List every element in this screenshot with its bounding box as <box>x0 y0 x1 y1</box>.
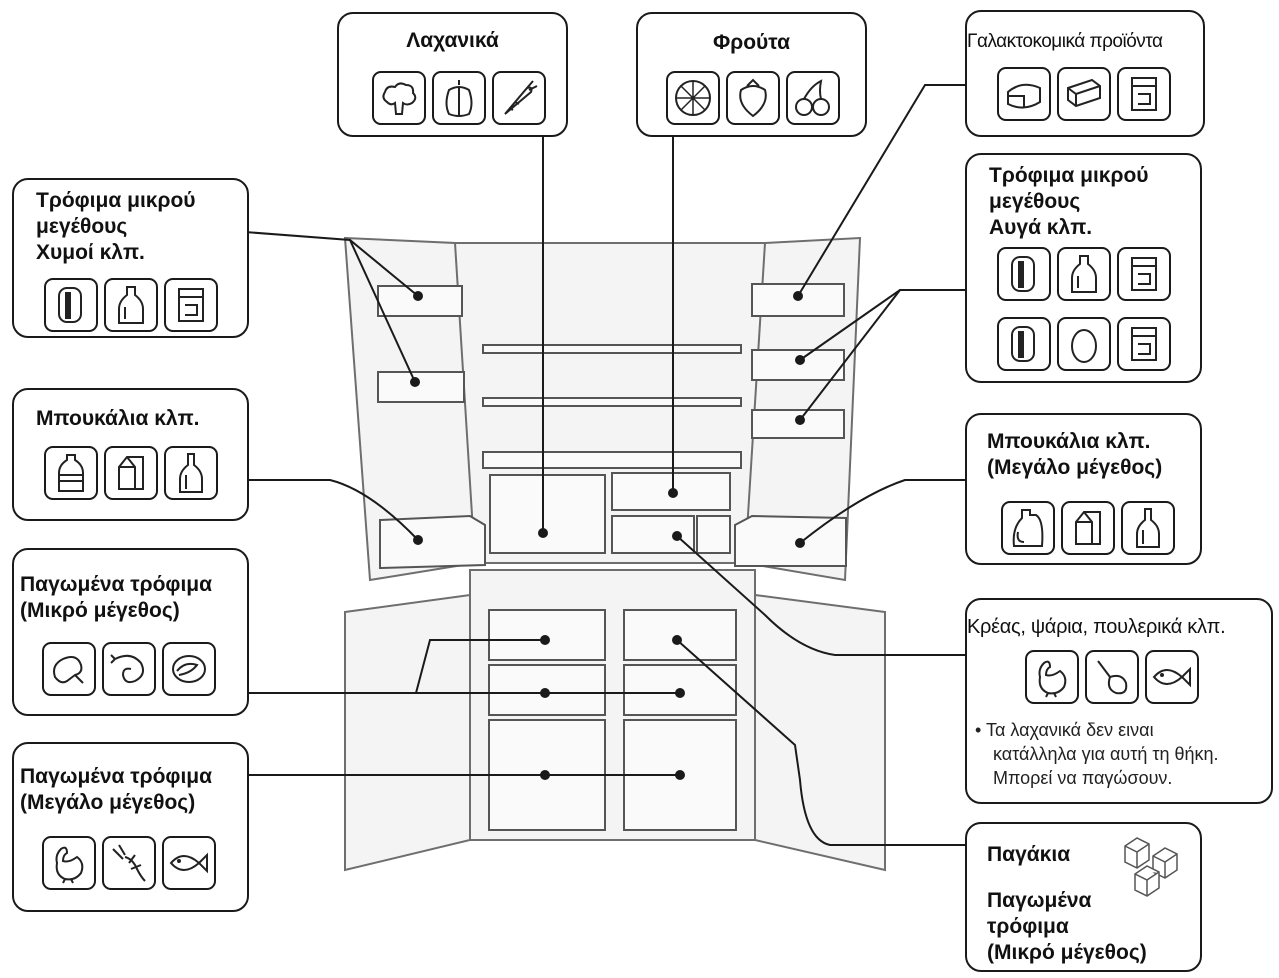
ice-cubes-icon <box>1124 837 1178 897</box>
frozen-small-box: Παγωμένα τρόφιμα (Μικρό μέγεθος) <box>12 548 249 716</box>
orange-slice-icon <box>666 71 720 125</box>
bottle-icon <box>1057 247 1111 301</box>
frozen-large-title: Παγωμένα τρόφιμα (Μεγάλο μέγεθος) <box>20 765 213 814</box>
container-icon <box>1117 67 1171 121</box>
lobster-icon <box>102 836 156 890</box>
note-line-2: κατάλληλα για αυτή τη θήκη. <box>993 744 1219 764</box>
meat-note: • Τα λαχανικά δεν ειναι κατάλληλα για αυ… <box>975 718 1219 790</box>
note-line-3: Μπορεί να παγώσουν. <box>993 768 1173 788</box>
can-icon <box>997 247 1051 301</box>
butter-icon <box>1057 67 1111 121</box>
vegetable-drawer <box>489 474 606 554</box>
chicken-leg-icon <box>42 642 96 696</box>
drumstick-icon <box>1085 650 1139 704</box>
pepper-icon <box>432 71 486 125</box>
note-line-1: • Τα λαχανικά δεν ειναι <box>975 720 1154 740</box>
small-food-left-title: Τρόφιμα μικρού μεγέθους Χυμοί κλπ. <box>36 189 196 264</box>
right-door-bin-2 <box>751 349 845 381</box>
bottles-right-box: Μπουκάλια κλπ. (Μεγάλο μέγεθος) <box>965 413 1202 565</box>
egg-icon <box>1057 317 1111 371</box>
shelf-3 <box>482 451 742 469</box>
vegetables-title: Λαχανικά <box>406 29 499 52</box>
container-icon <box>1117 317 1171 371</box>
vegetables-box: Λαχανικά <box>337 12 568 137</box>
fruits-box: Φρούτα <box>636 12 867 137</box>
bottle-icon <box>104 278 158 332</box>
small-drawer <box>696 515 731 554</box>
dairy-box: Γαλακτοκομικά προϊόντα <box>965 10 1205 137</box>
chicken-icon <box>1025 650 1079 704</box>
bottles-right-title: Μπουκάλια κλπ. (Μεγάλο μέγεθος) <box>987 430 1163 479</box>
fish-icon <box>162 836 216 890</box>
small-food-right-title: Τρόφιμα μικρού μεγέθους Αυγά κλπ. <box>989 164 1149 239</box>
jug-icon <box>1001 501 1055 555</box>
right-freezer-door <box>754 593 886 872</box>
bottles-left-title: Μπουκάλια κλπ. <box>36 407 200 430</box>
broccoli-icon <box>372 71 426 125</box>
dairy-title: Γαλακτοκομικά προϊόντα <box>967 31 1163 52</box>
ice-frozen-title: Παγωμένα τρόφιμα (Μικρό μέγεθος) <box>987 889 1147 964</box>
left-freezer-door <box>344 593 471 872</box>
chicken-icon <box>42 836 96 890</box>
cherries-icon <box>786 71 840 125</box>
shelf-1 <box>482 344 742 354</box>
plastic-bottle-icon <box>44 446 98 500</box>
fruits-title: Φρούτα <box>713 31 790 54</box>
can-icon <box>997 317 1051 371</box>
right-door-bin-4 <box>734 514 847 567</box>
small-food-left-box: Τρόφιμα μικρού μεγέθους Χυμοί κλπ. <box>12 178 249 338</box>
fish-icon <box>1145 650 1199 704</box>
cheese-icon <box>997 67 1051 121</box>
freezer-drawer-1 <box>488 609 606 661</box>
frozen-small-title: Παγωμένα τρόφιμα (Μικρό μέγεθος) <box>20 573 213 622</box>
bottles-left-box: Μπουκάλια κλπ. <box>12 388 249 521</box>
right-door-bin-1 <box>751 283 845 317</box>
milk-carton-icon <box>1061 501 1115 555</box>
meat-box: Κρέας, ψάρια, πουλερικά κλπ. • Τα λαχανι… <box>965 598 1273 804</box>
small-food-right-box: Τρόφιμα μικρού μεγέθους Αυγά κλπ. <box>965 153 1202 383</box>
left-door-bin-1 <box>377 285 463 317</box>
shelf-2 <box>482 397 742 407</box>
shrimp-icon <box>102 642 156 696</box>
strawberry-icon <box>726 71 780 125</box>
container-icon <box>1117 247 1171 301</box>
freezer-drawer-2 <box>623 609 737 661</box>
ice-box: Παγάκια Παγωμένα τρόφιμα (Μικρό μέγεθος) <box>965 822 1202 972</box>
fish-steak-icon <box>162 642 216 696</box>
milk-carton-icon <box>104 446 158 500</box>
wine-bottle-icon <box>164 446 218 500</box>
left-door-bin-3 <box>379 514 486 570</box>
ice-title: Παγάκια <box>987 843 1071 866</box>
frozen-large-box: Παγωμένα τρόφιμα (Μεγάλο μέγεθος) <box>12 742 249 912</box>
carrot-icon <box>492 71 546 125</box>
meat-title: Κρέας, ψάρια, πουλερικά κλπ. <box>967 616 1226 638</box>
container-icon <box>164 278 218 332</box>
wine-bottle-icon <box>1121 501 1175 555</box>
left-door-bin-2 <box>377 371 465 403</box>
can-icon <box>44 278 98 332</box>
